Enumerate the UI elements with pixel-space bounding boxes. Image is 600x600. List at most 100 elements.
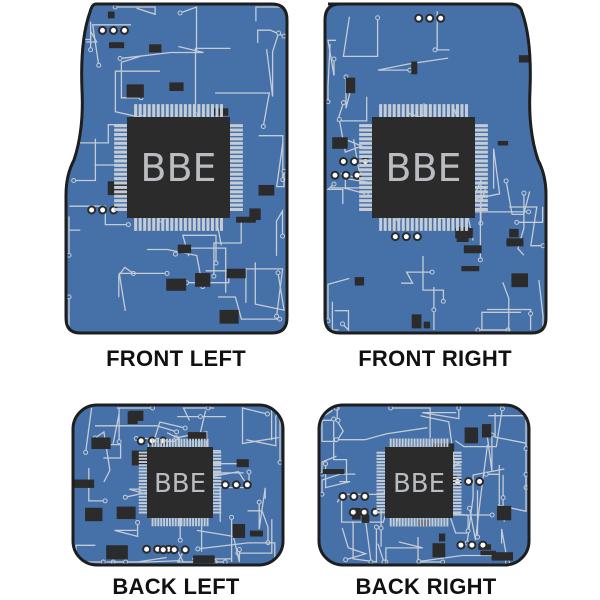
trace-via	[540, 243, 546, 249]
circuit-component	[116, 506, 136, 520]
circuit-trace	[91, 24, 131, 66]
trace-via	[236, 547, 242, 553]
trace-via	[164, 270, 170, 276]
trace-via	[280, 233, 286, 239]
trace-via	[76, 81, 82, 87]
circuit-component	[91, 437, 111, 449]
monogram-text: BBE	[393, 469, 445, 499]
circuit-component	[438, 533, 446, 542]
chip-pins	[376, 438, 462, 527]
mat-back-right: BBE	[317, 403, 531, 567]
trace-via	[331, 56, 337, 62]
trace-via	[368, 559, 374, 565]
circuit-component	[236, 459, 249, 468]
trace-via	[150, 405, 156, 411]
circuit-trace	[435, 11, 450, 51]
trace-via	[477, 257, 483, 263]
trace-via	[416, 559, 422, 565]
circuit-component	[491, 552, 513, 561]
circuit-trace	[336, 427, 428, 441]
circuit-pad	[464, 477, 474, 487]
circuit-trace	[196, 529, 241, 563]
mat-back-left: BBE	[71, 403, 285, 567]
circuit-trace	[68, 216, 81, 256]
mat-border	[323, 2, 548, 335]
mat-label-front-left: FRONT LEFT	[106, 346, 246, 371]
circuit-trace	[336, 408, 344, 441]
trace-via	[432, 47, 438, 53]
circuit-trace	[538, 280, 544, 330]
circuit-trace	[237, 519, 273, 554]
trace-via	[440, 559, 446, 565]
mat-label-front-right: FRONT RIGHT	[358, 346, 512, 371]
trace-via	[102, 498, 108, 504]
circuit-pad	[401, 232, 411, 242]
circuit-trace	[334, 310, 350, 332]
chip-pins	[359, 104, 488, 231]
circuit-component	[166, 278, 187, 291]
circuit-component	[463, 245, 482, 254]
circuit-pad	[436, 13, 446, 23]
trace-via	[177, 537, 183, 543]
circuit-trace	[112, 408, 120, 445]
circuit-component	[258, 184, 275, 196]
trace-via	[489, 512, 495, 518]
circuit-pad	[119, 25, 129, 35]
circuit-trace	[494, 413, 527, 488]
circuit-trace	[114, 522, 139, 538]
circuit-component	[411, 314, 422, 329]
trace-via	[526, 209, 532, 215]
trace-via	[378, 525, 384, 531]
mat-border	[71, 403, 285, 567]
trace-via	[276, 30, 282, 36]
circuit-trace	[477, 282, 510, 331]
circuit-component	[249, 530, 264, 537]
circuit-trace	[275, 208, 284, 256]
circuit-pad	[330, 170, 340, 180]
circuit-component	[106, 545, 128, 560]
circuit-trace	[341, 527, 368, 561]
circuit-trace	[120, 55, 141, 99]
mat-front-right: BBE	[323, 2, 548, 335]
circuit-component	[461, 266, 480, 272]
circuit-trace	[321, 455, 337, 475]
trace-via	[429, 269, 435, 275]
circuit-component	[506, 238, 524, 247]
trace-via	[66, 252, 72, 258]
circuit-component	[322, 469, 345, 475]
circuit-trace	[73, 138, 97, 182]
circuit-component	[411, 61, 418, 75]
trace-via	[66, 140, 72, 146]
circuit-trace	[258, 487, 266, 530]
trace-via	[465, 528, 471, 534]
trace-via	[523, 471, 529, 477]
circuit-component	[108, 42, 125, 49]
circuit-component	[219, 309, 239, 324]
trace-via	[499, 406, 505, 412]
circuit-pad	[97, 25, 107, 35]
circuit-pad	[87, 205, 97, 215]
circuit-trace	[327, 43, 331, 102]
trace-via	[431, 307, 437, 313]
trace-via	[88, 47, 94, 53]
circuit-trace	[333, 419, 348, 483]
circuit-pad	[108, 25, 118, 35]
trace-via	[343, 557, 349, 563]
circuit-trace	[377, 57, 449, 71]
trace-via	[475, 327, 481, 333]
trace-via	[123, 559, 129, 565]
trace-via	[96, 62, 102, 68]
circuit-trace	[118, 272, 168, 312]
circuit-pad	[348, 507, 358, 517]
circuit-component	[361, 514, 370, 523]
trace-via	[500, 495, 506, 501]
circuit-trace	[182, 407, 215, 421]
circuit-trace	[342, 16, 379, 58]
circuit-pad	[231, 480, 241, 490]
trace-via	[66, 294, 72, 300]
circuit-trace	[517, 193, 525, 256]
circuit-trace	[247, 510, 269, 543]
trace-via	[66, 8, 72, 14]
circuit-component	[509, 228, 519, 238]
